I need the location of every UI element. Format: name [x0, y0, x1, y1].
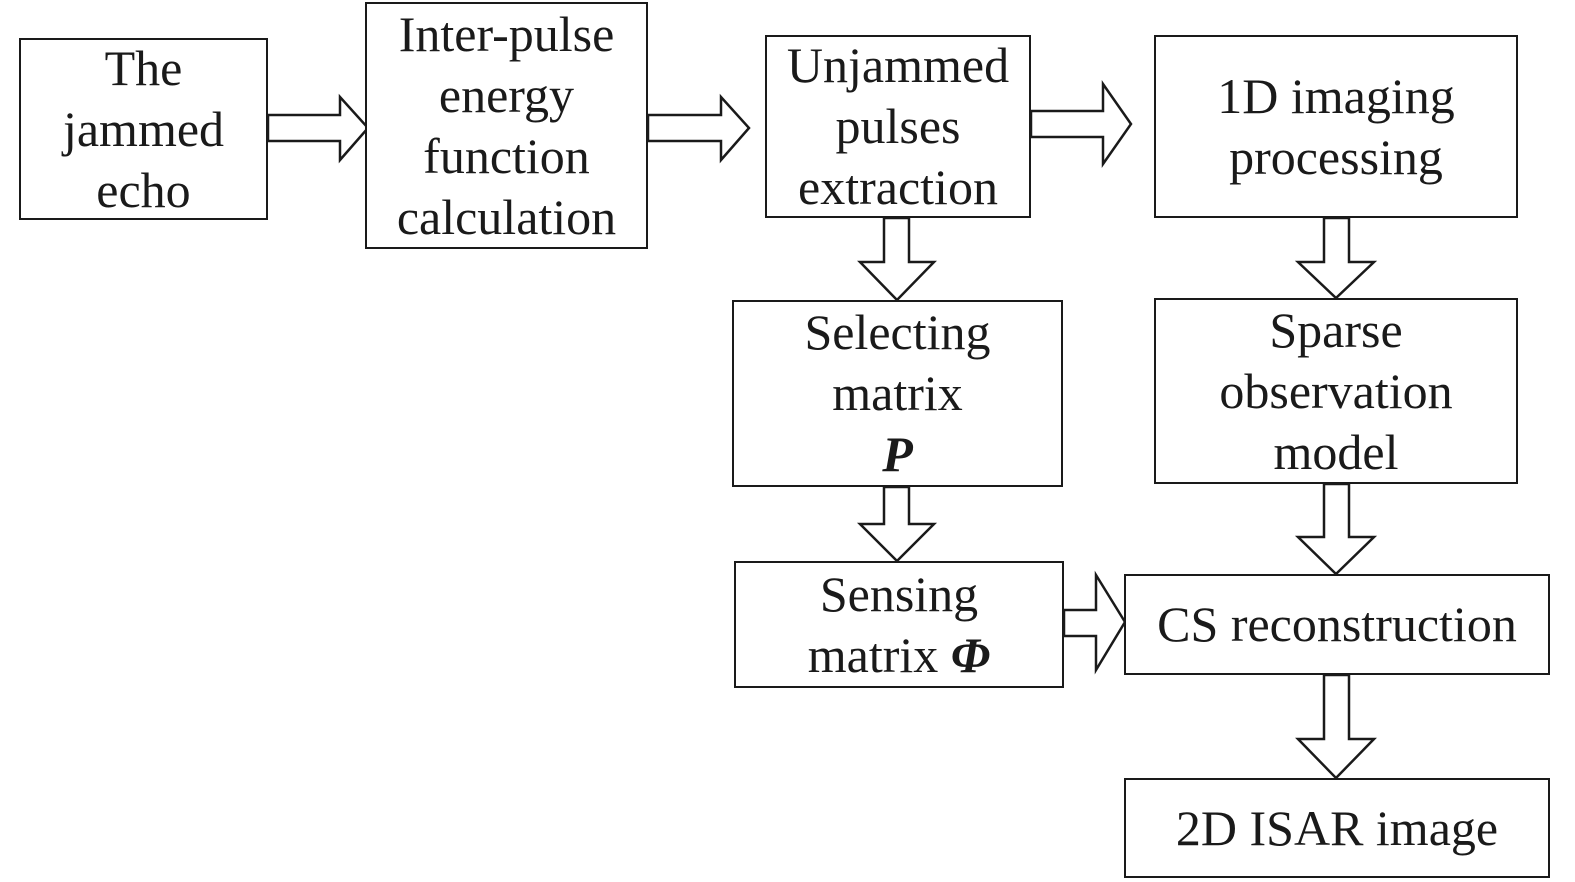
matrix-symbol-p: P [882, 426, 913, 482]
node-sensing-matrix: Sensing matrix Φ [734, 561, 1064, 688]
node-text: echo [96, 161, 191, 218]
node-1d-imaging: 1D imaging processing [1154, 35, 1518, 218]
matrix-symbol-phi: Φ [950, 626, 991, 683]
node-energy-calculation: Inter-pulse energy function calculation [365, 2, 648, 249]
node-selecting-matrix: Selecting matrix P [732, 300, 1063, 487]
arrow-unjammed-to-selecting [857, 216, 937, 302]
node-text: processing [1229, 128, 1443, 185]
node-text: matrix [807, 626, 939, 683]
node-text: calculation [396, 188, 617, 245]
node-text: observation [1219, 362, 1453, 419]
node-text: 2D ISAR image [1175, 799, 1499, 856]
node-text: function [423, 127, 590, 184]
node-unjammed-extraction: Unjammed pulses extraction [765, 35, 1031, 218]
node-text: Sparse [1269, 301, 1403, 358]
arrow-sensing-to-cs [1062, 570, 1127, 675]
node-text: jammed [62, 100, 225, 157]
node-text: Sensing [819, 565, 979, 622]
node-text: Selecting [804, 304, 991, 360]
node-cs-reconstruction: CS reconstruction [1124, 574, 1550, 675]
node-text: CS reconstruction [1157, 596, 1517, 652]
arrow-unjammed-to-imaging [1029, 80, 1133, 168]
arrow-imaging-to-sparse [1294, 216, 1378, 300]
node-sparse-model: Sparse observation model [1154, 298, 1518, 484]
node-text: pulses [835, 98, 961, 154]
node-text: Unjammed [786, 37, 1010, 93]
node-2d-isar-image: 2D ISAR image [1124, 778, 1550, 878]
node-text: energy [438, 66, 575, 123]
node-text: 1D imaging [1217, 67, 1455, 124]
arrow-cs-to-isar [1295, 673, 1377, 780]
node-jammed-echo: The jammed echo [19, 38, 268, 220]
arrow-echo-to-energy [266, 93, 370, 164]
arrow-energy-to-unjammed [646, 93, 751, 164]
node-text-row: matrix Φ [808, 625, 990, 686]
arrow-sparse-to-cs [1294, 482, 1378, 576]
node-text: matrix [832, 365, 963, 421]
node-text: extraction [798, 159, 998, 215]
node-text: The [104, 39, 183, 96]
arrow-selecting-to-sensing [856, 485, 938, 563]
node-text: Inter-pulse [398, 5, 615, 62]
node-text: model [1273, 423, 1399, 480]
